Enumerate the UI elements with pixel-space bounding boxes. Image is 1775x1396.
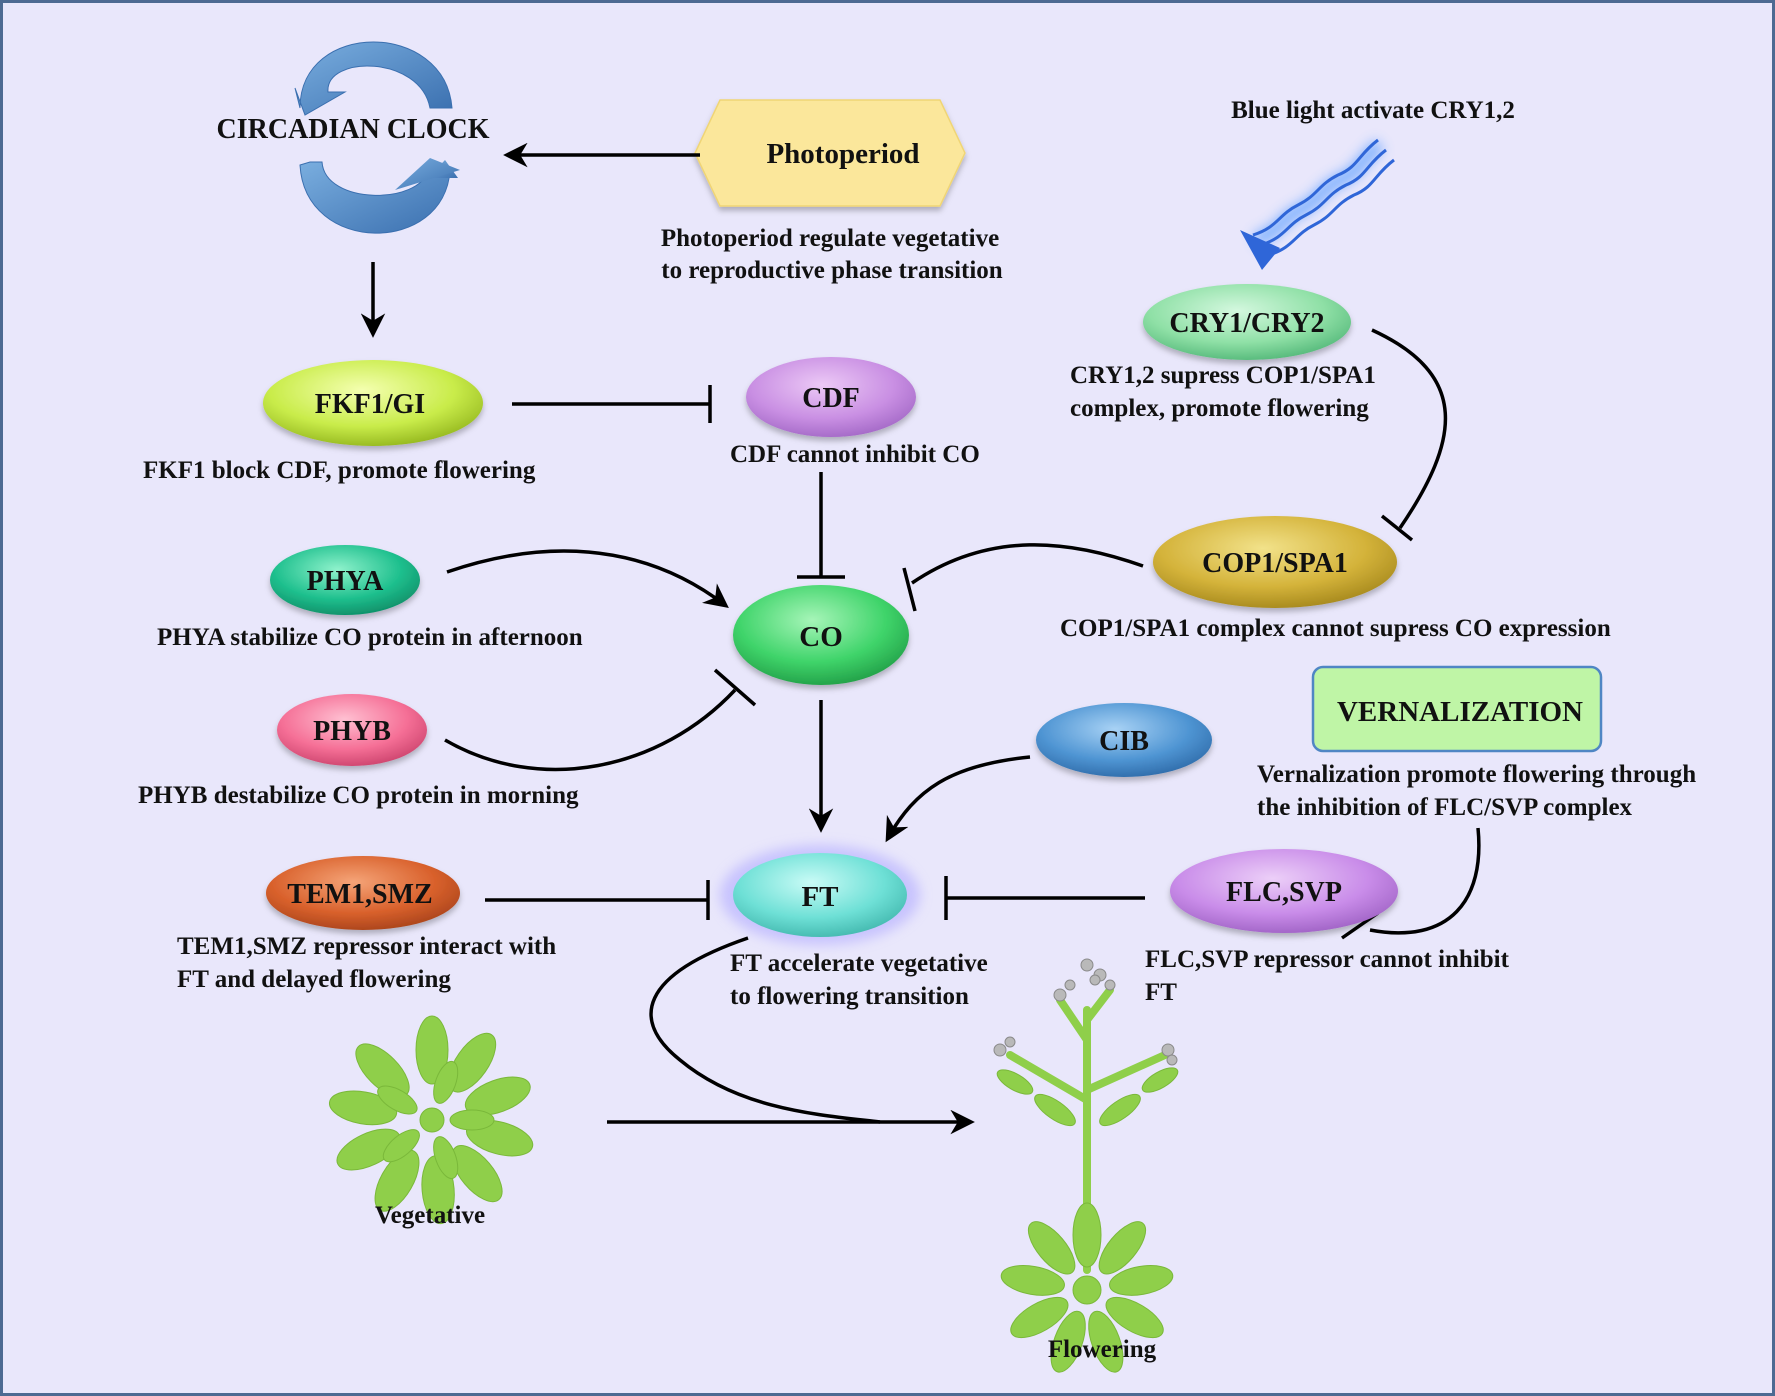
vegetative-rosette-icon xyxy=(328,1015,534,1225)
flc-svp-label: FLC,SVP xyxy=(1226,877,1342,908)
inhibit-cop1-to-co xyxy=(911,543,1144,585)
tem1-caption-line1: TEM1,SMZ repressor interact with xyxy=(177,933,556,960)
ft-to-transition-curve xyxy=(649,936,881,1124)
cry1-cry2-label: CRY1/CRY2 xyxy=(1169,308,1324,339)
cry-caption-line1: CRY1,2 supress COP1/SPA1 xyxy=(1070,362,1376,389)
photoperiod-caption-line2: to reproductive phase transition xyxy=(661,257,1003,284)
inhibit-cry-to-cop1 xyxy=(1371,328,1448,529)
cry-caption-line2: complex, promote flowering xyxy=(1070,395,1369,422)
arrow-cib-to-ft xyxy=(885,755,1031,843)
cdf-node xyxy=(746,357,916,437)
inhibit-phyb-to-co xyxy=(444,688,737,772)
inhibit-cry-to-cop1-bar xyxy=(1380,514,1414,542)
vernalization-node xyxy=(1311,665,1603,753)
phya-caption: PHYA stabilize CO protein in afternoon xyxy=(157,624,583,651)
phyb-caption: PHYB destabilize CO protein in morning xyxy=(138,782,579,809)
fkf1-gi-label: FKF1/GI xyxy=(315,389,425,420)
photoperiod-caption-line1: Photoperiod regulate vegetative xyxy=(661,225,999,252)
ft-caption-line2: to flowering transition xyxy=(730,983,969,1010)
inhibit-vernalization-to-flc xyxy=(1369,827,1481,935)
inhibit-phyb-to-co-bar xyxy=(713,668,757,707)
vegetative-label: Vegetative xyxy=(375,1202,485,1229)
phyb-node xyxy=(277,694,427,766)
cib-node xyxy=(1036,703,1212,777)
phyb-label: PHYB xyxy=(313,716,391,747)
ft-caption-line1: FT accelerate vegetative xyxy=(730,950,988,977)
cib-label: CIB xyxy=(1099,726,1149,757)
co-label: CO xyxy=(799,621,843,653)
blue-light-wave-icon xyxy=(1240,138,1395,270)
flowering-plant-icon xyxy=(993,958,1179,1373)
tem1-caption-line2: FT and delayed flowering xyxy=(177,966,451,993)
arrow-phya-to-co xyxy=(446,549,729,608)
cop1-spa1-node xyxy=(1153,516,1397,608)
photoperiod-node xyxy=(694,99,966,207)
cdf-caption: CDF cannot inhibit CO xyxy=(730,441,980,468)
phya-node xyxy=(270,545,420,615)
cop1-caption: COP1/SPA1 complex cannot supress CO expr… xyxy=(1060,615,1611,642)
photoperiod-label: Photoperiod xyxy=(766,138,919,170)
circadian-clock-icon xyxy=(294,41,460,234)
inhibit-cop1-to-co-bar xyxy=(902,567,917,612)
flc-caption-line1: FLC,SVP repressor cannot inhibit xyxy=(1145,946,1510,973)
tem1-smz-label: TEM1,SMZ xyxy=(287,879,432,910)
vernalization-label: VERNALIZATION xyxy=(1337,696,1583,728)
ft-node xyxy=(733,853,907,937)
flc-svp-node xyxy=(1170,849,1398,933)
fkf1-caption: FKF1 block CDF, promote flowering xyxy=(143,457,536,484)
cdf-label: CDF xyxy=(802,383,860,414)
phya-label: PHYA xyxy=(307,566,385,597)
circadian-clock-label: CIRCADIAN CLOCK xyxy=(216,114,489,145)
fkf1-gi-node xyxy=(263,360,483,446)
blue-light-caption: Blue light activate CRY1,2 xyxy=(1231,97,1515,124)
co-node xyxy=(733,585,909,685)
flc-caption-line2: FT xyxy=(1145,979,1177,1006)
cry1-cry2-node xyxy=(1143,284,1351,360)
cop1-spa1-label: COP1/SPA1 xyxy=(1202,548,1348,579)
flowering-label: Flowering xyxy=(1048,1336,1157,1363)
ft-label: FT xyxy=(801,881,838,913)
tem1-smz-node xyxy=(266,856,460,930)
vernalization-caption-line1: Vernalization promote flowering through xyxy=(1257,761,1696,788)
vernalization-caption-line2: the inhibition of FLC/SVP complex xyxy=(1257,794,1633,821)
